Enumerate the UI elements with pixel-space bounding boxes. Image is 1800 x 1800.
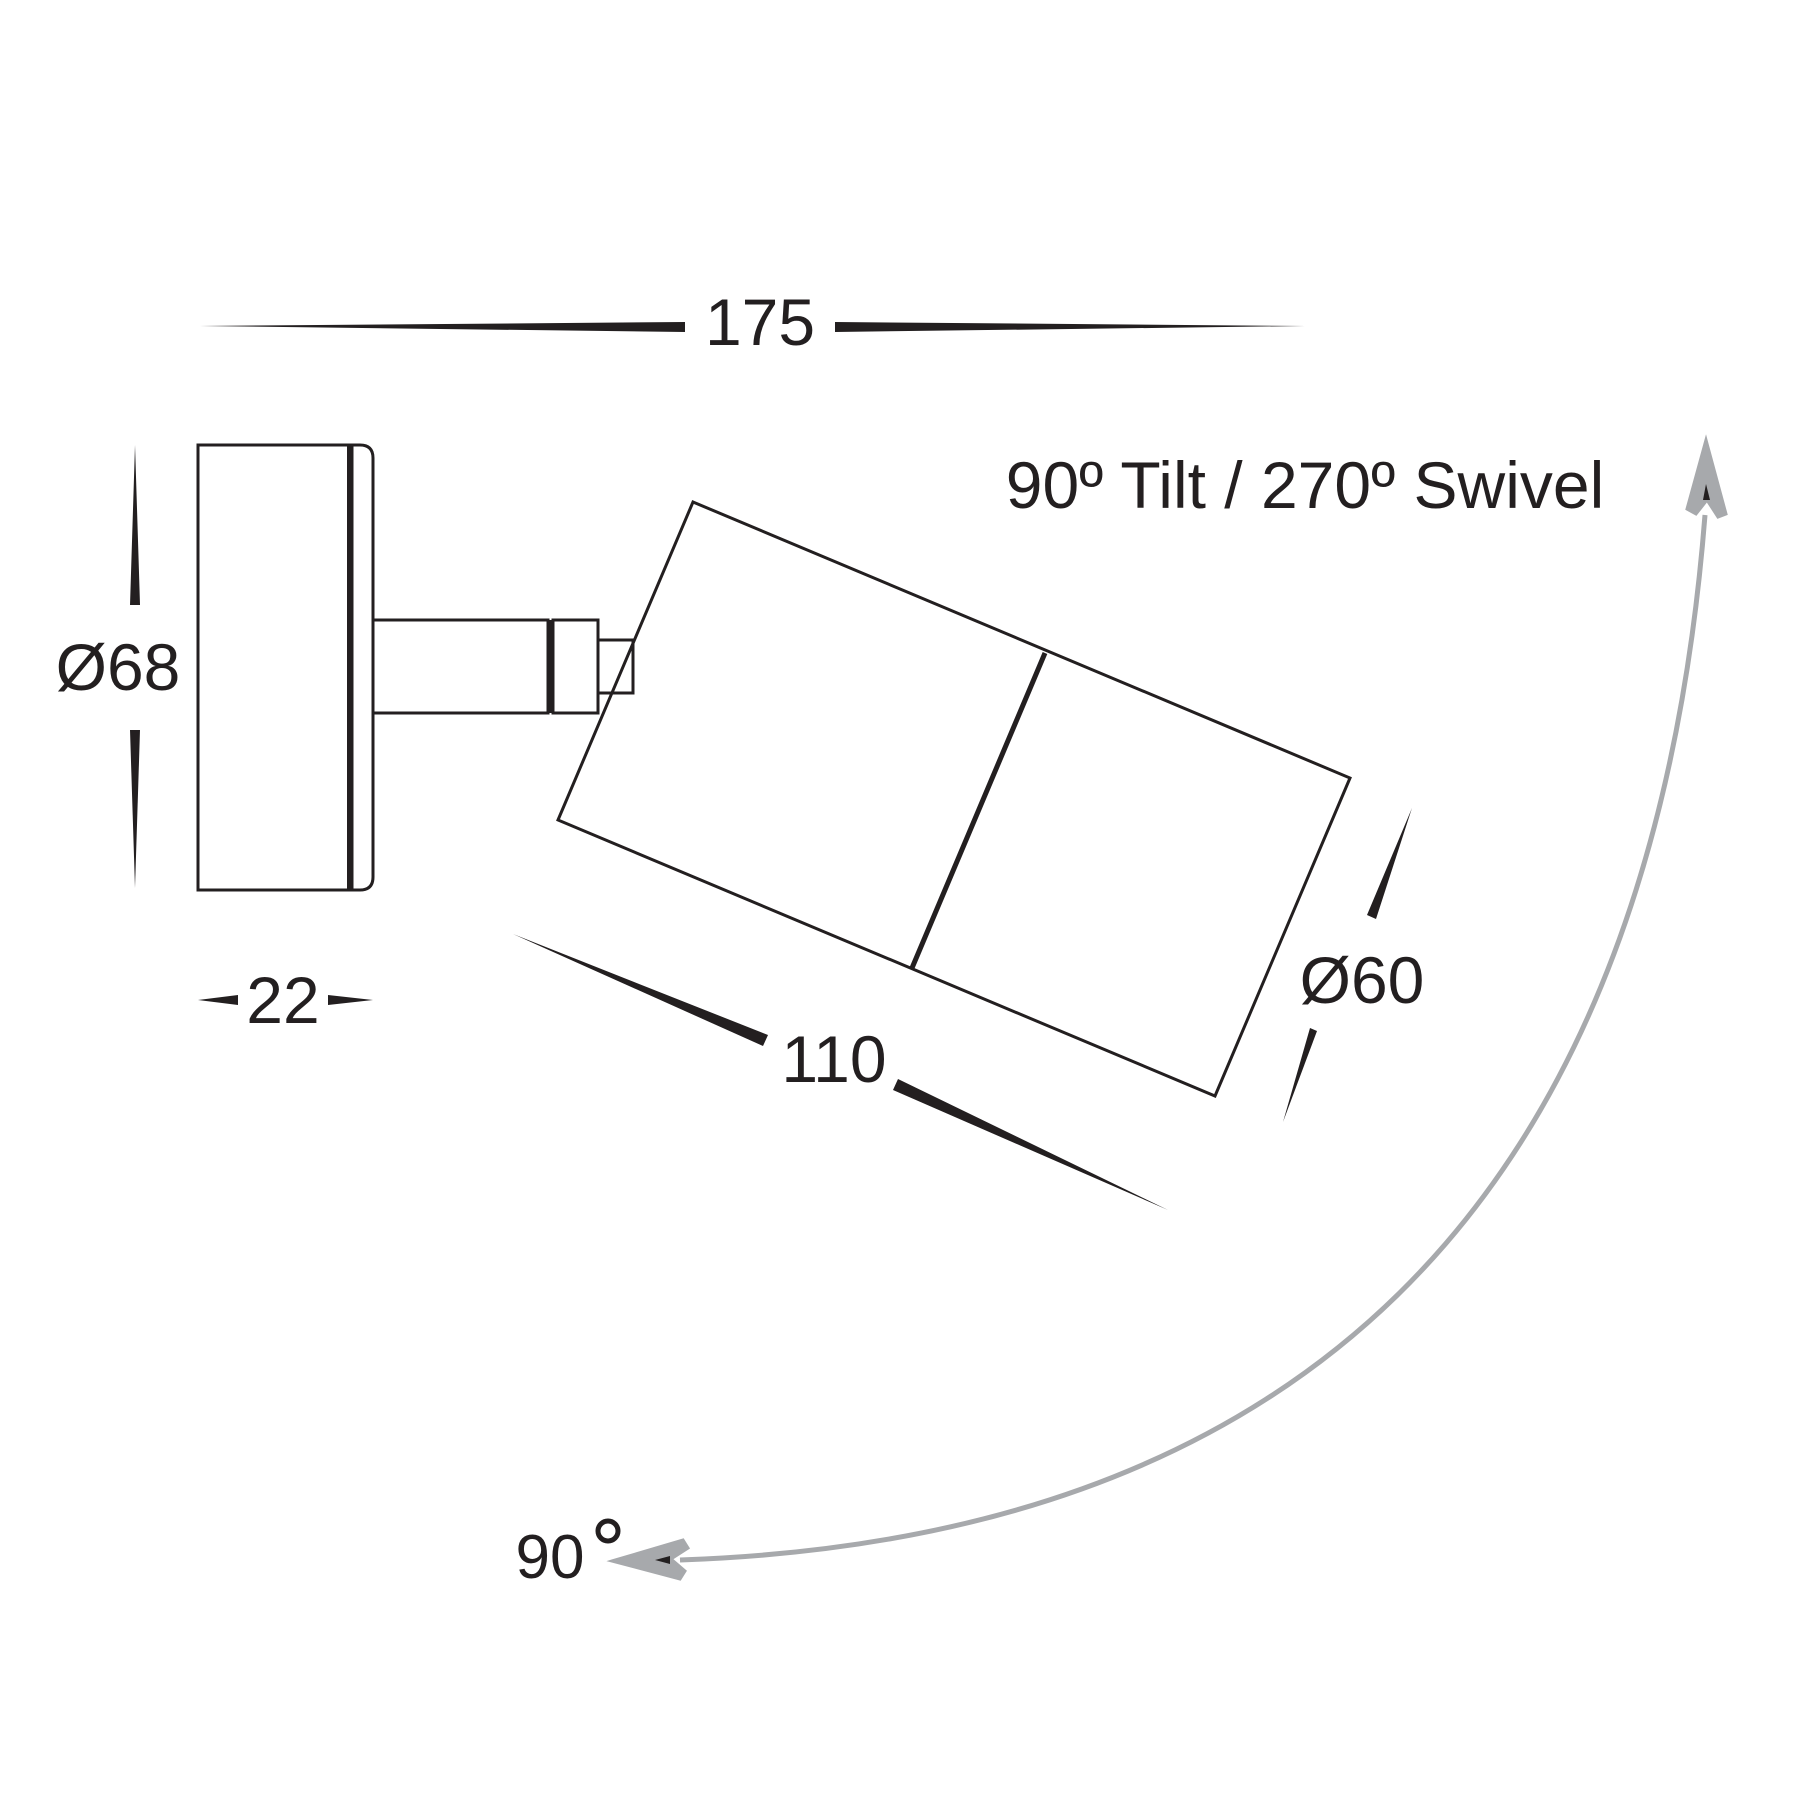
base-plate-body [196,443,354,892]
dimension-arrow-lower [1283,1028,1317,1122]
rotation-label: 90º Tilt / 270º Swivel [1006,448,1604,522]
arc-arrowhead-left-tip [655,1556,670,1564]
mount-arm [371,618,635,715]
dimension-arrow-top [130,445,140,605]
dimension-label-175: 175 [705,285,815,359]
dimension-arrow-right [328,995,373,1005]
dimension-arrow-bottom [130,730,140,888]
dimension-175: 175 [200,285,1305,359]
base-plate [196,443,375,892]
dimension-110: 110 [513,934,1168,1210]
lamp-head [556,500,1352,1098]
lamp-head-body [556,500,1352,1098]
angle-label: 90 [516,1523,585,1592]
lamp-head-seam [909,652,1048,969]
arc-arrowhead-top [1685,434,1728,519]
dimension-line-left [200,322,685,332]
rotation-arc-line [679,514,1708,1563]
dimension-line-upper [513,934,768,1046]
dimension-arrow-upper [1367,808,1412,919]
arc-arrowhead-top-tip [1703,484,1710,500]
dimension-label-110: 110 [781,1022,886,1096]
dimension-label-68: Ø68 [56,630,181,704]
dimension-arrow-left [198,995,238,1005]
dimension-line-right [835,322,1305,332]
mount-arm-pivot [596,638,635,695]
mount-arm-collar [551,618,600,715]
arc-arrowhead-left [606,1538,691,1581]
dimension-60: Ø60 [1283,808,1424,1122]
degree-symbol [595,1518,621,1544]
rotation-arc [606,434,1728,1581]
dimension-label-60: Ø60 [1300,943,1425,1017]
dimension-22: 22 [198,963,373,1037]
dimension-label-22: 22 [246,963,319,1037]
dimension-line-lower [893,1079,1168,1210]
base-plate-rounded-edge [352,443,375,892]
mount-arm-stem [371,618,550,715]
dimension-68: Ø68 [56,445,181,888]
